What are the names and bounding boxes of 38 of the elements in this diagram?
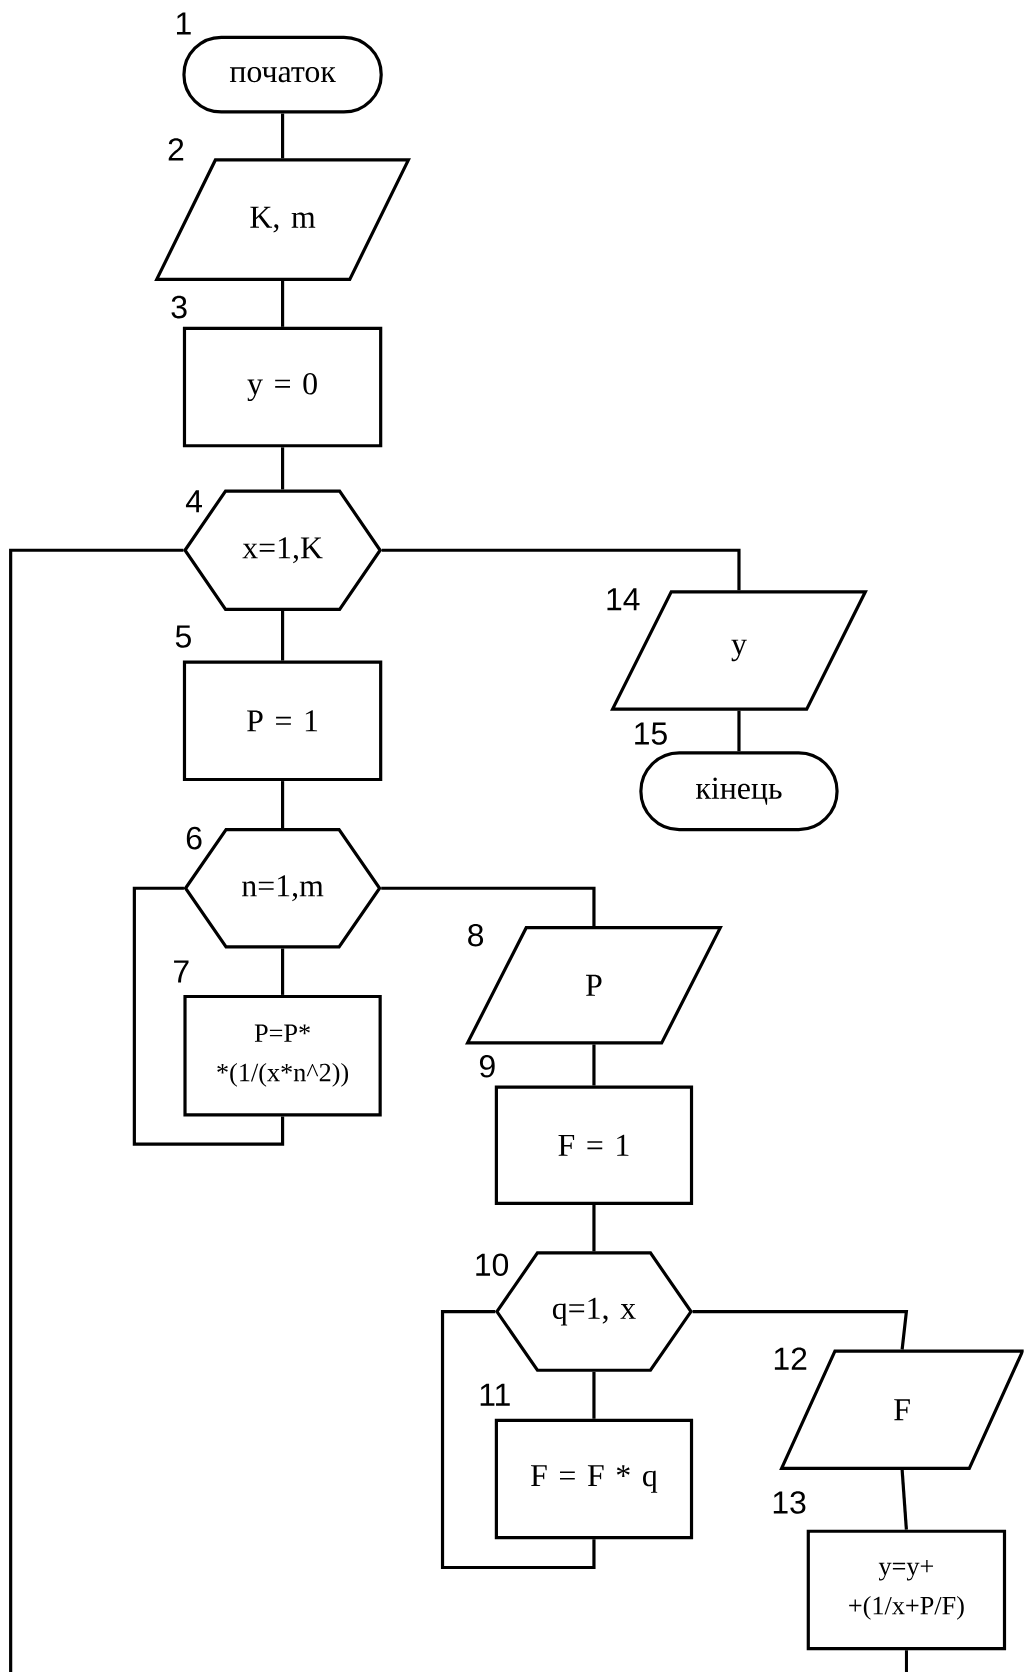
connector-line (381, 548, 741, 591)
process-box: F = 1 (494, 1085, 694, 1205)
connector-line (900, 1469, 909, 1530)
process-box: P = 1 (183, 660, 383, 782)
process-box: F = F * q (494, 1418, 694, 1540)
callout-number: 6 (187, 826, 202, 850)
connector-line (737, 710, 741, 752)
callout-number: 4 (186, 490, 203, 513)
connector-line (592, 1044, 596, 1086)
connector-line (9, 548, 184, 1672)
process-box: y = 0 (183, 326, 383, 448)
connector-line (281, 611, 285, 661)
process-box: P=P* *(1/(x*n^2)) (183, 994, 382, 1117)
connector-line (692, 1310, 909, 1350)
connector-line (281, 948, 285, 995)
connector-line (281, 280, 285, 327)
callout-number: 14 (607, 588, 640, 611)
connector-line (132, 886, 285, 1146)
callout-number: 10 (476, 1253, 509, 1276)
callout-number: 13 (773, 1491, 806, 1514)
connector-line (592, 1371, 596, 1419)
connector-line (281, 113, 285, 159)
callout-number: 3 (171, 295, 187, 319)
connector-line (441, 1310, 596, 1570)
callout-number: 1 (177, 12, 191, 35)
callout-number: 2 (168, 138, 184, 161)
process-box: y=y+ +(1/x+P/F) (806, 1529, 1007, 1651)
connector-line (381, 886, 596, 927)
connector-line (281, 781, 285, 828)
connector-line (592, 1204, 596, 1252)
callout-number: 5 (175, 625, 192, 648)
callout-number: 11 (480, 1383, 510, 1406)
callout-number: 9 (480, 1055, 495, 1078)
callout-number: 15 (635, 722, 667, 745)
connector-line (281, 447, 285, 490)
connector-line (904, 1650, 909, 1672)
callout-number: 7 (174, 960, 189, 983)
callout-number: 8 (468, 923, 484, 947)
